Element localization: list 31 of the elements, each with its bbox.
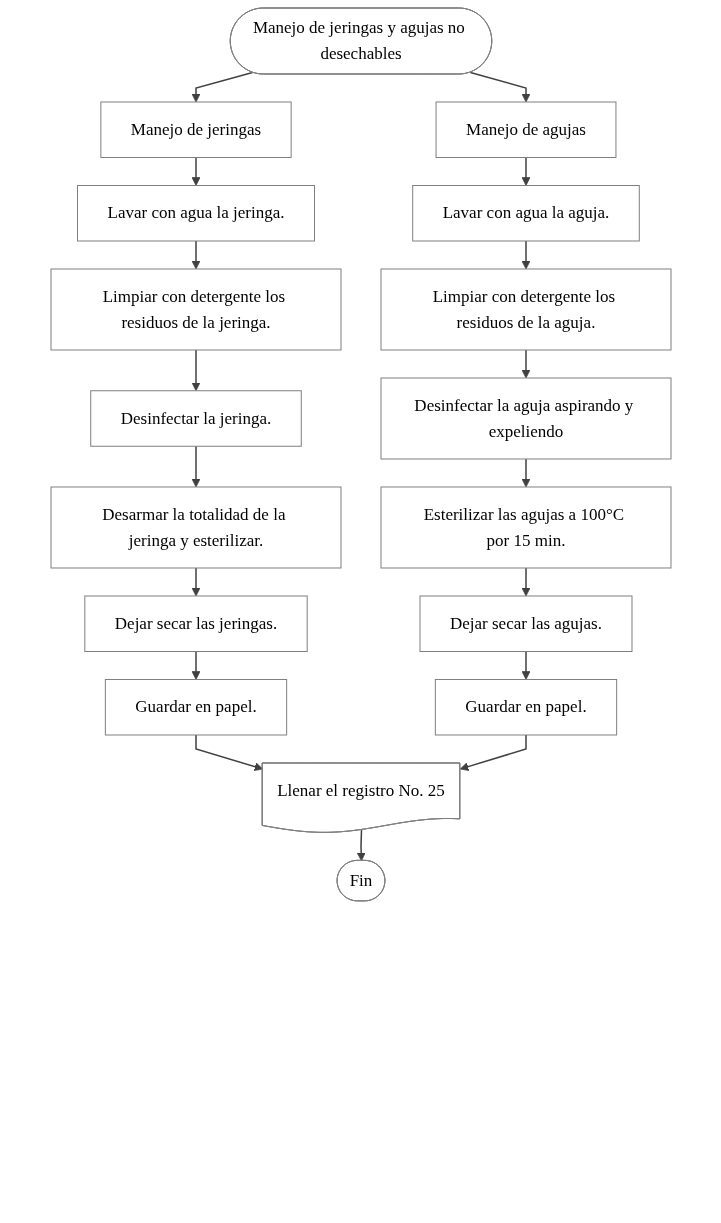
arrow (191, 650, 200, 680)
node-box: Manejo de jeringas (99, 101, 292, 158)
arrow (459, 734, 527, 771)
arrow (469, 71, 530, 103)
node-box: Lavar con agua la aguja. (411, 185, 640, 242)
arrow (191, 567, 200, 597)
node-box: Guardar en papel. (104, 679, 287, 736)
node-box: Desinfectar la jeringa. (89, 390, 302, 447)
arrow (191, 445, 200, 488)
arrow (521, 349, 530, 379)
node-box: Guardar en papel. (434, 679, 617, 736)
arrow (521, 567, 530, 597)
arrow (191, 71, 253, 103)
node-box: Dejar secar las jeringas. (83, 595, 308, 652)
node-box: Limpiar con detergente los residuos de la aguja. (380, 268, 671, 351)
arrow (521, 650, 530, 680)
arrow (521, 458, 530, 488)
node-box: Desinfectar la aguja aspirando y expeliendo (380, 377, 671, 460)
arrow (191, 156, 200, 186)
node-box: Manejo de agujas (435, 101, 616, 158)
arrow (521, 240, 530, 270)
arrow (194, 734, 263, 771)
arrow (521, 156, 530, 186)
arrow (191, 349, 200, 392)
node-box: Desarmar la totalidad de la jeringa y esterilizar. (50, 486, 341, 569)
node-box: Dejar secar las agujas. (419, 595, 632, 652)
arrow (191, 240, 200, 270)
arrow (356, 829, 366, 862)
node-box: Lavar con agua la jeringa. (76, 185, 315, 242)
node-box: Limpiar con detergente los residuos de la jeringa. (50, 268, 341, 351)
node-box: Esterilizar las agujas a 100°C por 15 min. (380, 486, 671, 569)
